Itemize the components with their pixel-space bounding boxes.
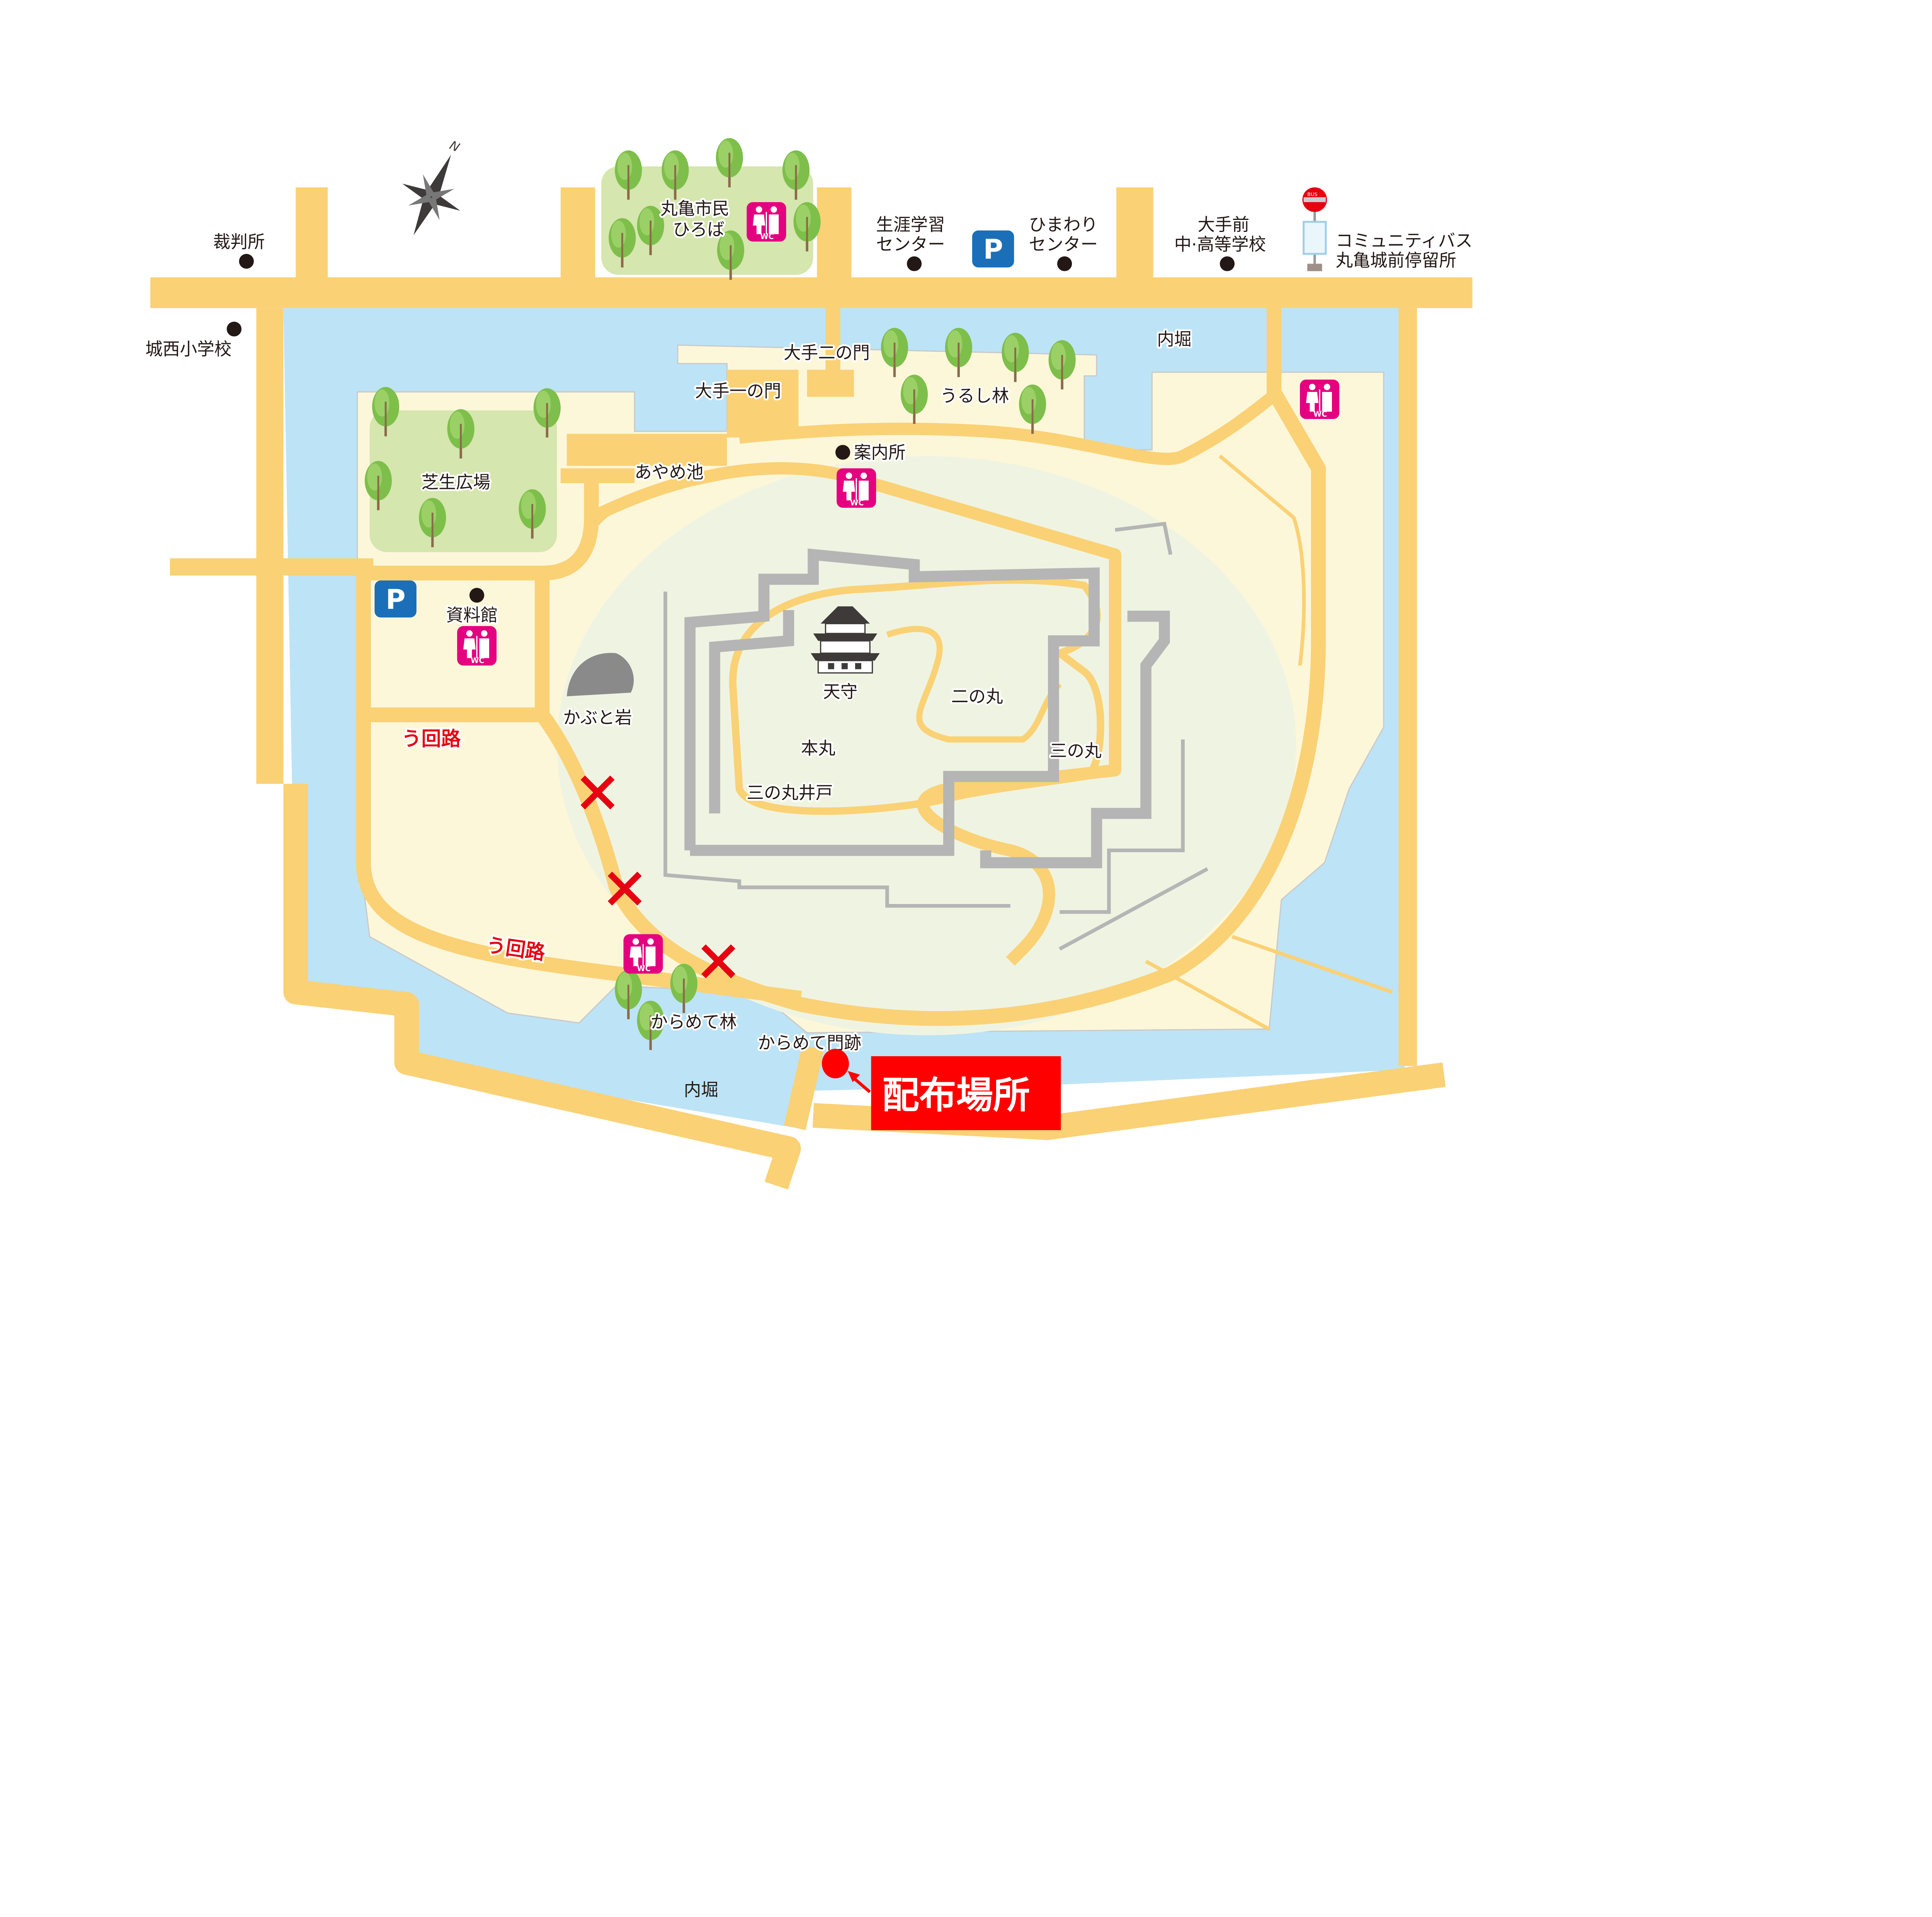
label-ninomaru: 二の丸 bbox=[951, 687, 1003, 707]
svg-text:WC: WC bbox=[760, 232, 774, 241]
label-courthouse: 裁判所 bbox=[213, 232, 265, 252]
distribution-label: 配布場所 bbox=[882, 1074, 1030, 1117]
compass-icon: N bbox=[402, 138, 462, 235]
svg-text:P: P bbox=[386, 584, 405, 615]
parking-icon: P bbox=[972, 230, 1014, 267]
wc-icons: WC WC WC WC WC bbox=[456, 201, 1340, 974]
shimin-hiroba-area bbox=[601, 166, 813, 275]
distribution-label-box bbox=[871, 1056, 1061, 1130]
label-himawari-1: ひまわり bbox=[1029, 215, 1098, 235]
bus-stop-icon: BUS bbox=[1302, 187, 1327, 271]
label-information: 案内所 bbox=[854, 443, 906, 463]
map-labels: 裁判所 城西小学校 丸亀市民 ひろば 生涯学習 センター ひまわり センター 大… bbox=[145, 197, 1473, 1100]
wc-icon: WC bbox=[746, 201, 787, 242]
wc-icon: WC bbox=[1299, 379, 1340, 420]
label-ayame-pond: あやめ池 bbox=[634, 462, 704, 482]
distribution-point-marker bbox=[821, 1049, 849, 1079]
label-shimin-hiroba-1: 丸亀市民 bbox=[660, 199, 730, 219]
label-bus-2: 丸亀城前停留所 bbox=[1336, 250, 1456, 271]
bus-stop-sign-text: BUS bbox=[1307, 192, 1317, 197]
wc-icon: WC bbox=[456, 625, 497, 666]
svg-text:WC: WC bbox=[637, 964, 651, 973]
svg-text:WC: WC bbox=[850, 498, 864, 507]
label-josei-elementary: 城西小学校 bbox=[145, 339, 231, 359]
label-karamete-gate: からめて門跡 bbox=[758, 1033, 861, 1053]
kabuto-rock bbox=[566, 653, 634, 696]
label-lifelong-2: センター bbox=[876, 234, 945, 254]
label-karamete-forest: からめて林 bbox=[651, 1012, 737, 1032]
castle-area-map: N BUS WC WC WC WC WC P P 裁判所 城西小学校 丸亀市民 … bbox=[145, 0, 1473, 1190]
label-urushi-forest: うるし林 bbox=[940, 386, 1009, 406]
label-kabuto-rock: かぶと岩 bbox=[563, 708, 632, 728]
label-lifelong-1: 生涯学習 bbox=[876, 215, 945, 235]
label-museum: 資料館 bbox=[446, 605, 498, 625]
wc-icon: WC bbox=[836, 468, 877, 509]
location-dots bbox=[226, 254, 1235, 603]
wc-icon: WC bbox=[622, 933, 664, 974]
svg-text:WC: WC bbox=[1313, 410, 1327, 419]
label-uchibori-north: 内堀 bbox=[1157, 329, 1191, 349]
label-uchibori-south: 内堀 bbox=[684, 1080, 718, 1100]
svg-text:WC: WC bbox=[471, 656, 484, 665]
label-honmaru: 本丸 bbox=[801, 739, 835, 759]
castle-walls bbox=[663, 521, 1209, 951]
label-ote-ninomon: 大手二の門 bbox=[784, 343, 870, 363]
label-ote-ichinomon: 大手一の門 bbox=[695, 381, 781, 401]
label-bus-1: コミュニティバス bbox=[1336, 231, 1473, 251]
parking-icon: P bbox=[374, 580, 417, 618]
label-shimin-hiroba-2: ひろば bbox=[673, 220, 724, 240]
label-himawari-2: センター bbox=[1029, 234, 1098, 254]
label-tenshu: 天守 bbox=[823, 682, 857, 702]
label-otemae-2: 中·高等学校 bbox=[1174, 234, 1266, 254]
parking-icons: P P bbox=[374, 230, 1014, 618]
svg-text:P: P bbox=[983, 234, 1003, 266]
label-sannomaru: 三の丸 bbox=[1050, 741, 1102, 761]
compass-north-label: N bbox=[447, 138, 462, 155]
label-otemae-1: 大手前 bbox=[1197, 215, 1249, 235]
label-sannomaru-well: 三の丸井戸 bbox=[747, 783, 833, 803]
distribution-location: 配布場所 bbox=[821, 1049, 1061, 1130]
label-detour-1: う回路 bbox=[402, 728, 461, 751]
castle-keep-icon bbox=[811, 606, 880, 674]
label-lawn-plaza: 芝生広場 bbox=[422, 472, 491, 492]
lawn-plaza-area bbox=[369, 410, 557, 552]
